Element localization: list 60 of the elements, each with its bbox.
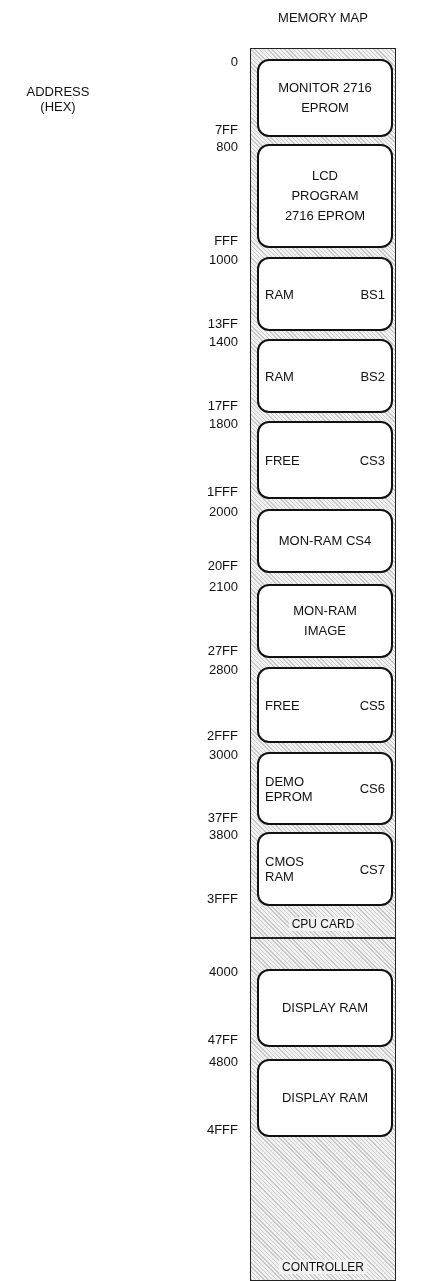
- block-label: LCD PROGRAM 2716 EPROM: [283, 167, 367, 225]
- start-address: 3800: [208, 827, 238, 842]
- memory-section: [250, 938, 396, 1281]
- chip-select-label: BS1: [360, 286, 385, 302]
- memory-block: [257, 509, 393, 573]
- memory-block: [257, 339, 393, 413]
- start-address: 2100: [208, 579, 238, 594]
- end-address: 47FF: [206, 1032, 238, 1047]
- memory-block: [257, 752, 393, 825]
- chip-select-label: CS6: [359, 781, 385, 796]
- block-label: DISPLAY RAM: [281, 999, 369, 1017]
- memory-block: [257, 421, 393, 499]
- section-label: CPU CARD: [288, 917, 358, 931]
- chip-select-label: CS3: [359, 452, 385, 468]
- memory-block: [257, 144, 393, 248]
- section-label: CONTROLLER: [279, 1260, 367, 1274]
- end-address: 37FF: [206, 810, 238, 825]
- end-address: 27FF: [206, 643, 238, 658]
- block-label: MONITOR 2716 EPROM: [277, 79, 373, 117]
- memory-block: [257, 832, 393, 906]
- diagram-title: MEMORY MAP: [277, 10, 369, 25]
- chip-select-label: BS2: [360, 368, 385, 384]
- start-address: 1400: [208, 334, 238, 349]
- memory-block: [257, 584, 393, 658]
- end-address: 7FF: [213, 122, 238, 137]
- start-address: 0: [229, 54, 238, 69]
- block-label: MON-RAM CS4: [278, 532, 372, 550]
- memory-block: [257, 257, 393, 331]
- block-label: RAM: [265, 286, 294, 302]
- block-label: CMOS RAM: [265, 854, 305, 884]
- start-address: 2000: [208, 504, 238, 519]
- end-address: 2FFF: [205, 728, 238, 743]
- end-address: 1FFF: [205, 484, 238, 499]
- end-address: 20FF: [206, 558, 238, 573]
- axis-caption: ADDRESS (HEX): [25, 84, 91, 114]
- start-address: 1000: [208, 252, 238, 267]
- memory-block: [257, 59, 393, 137]
- start-address: 1800: [208, 416, 238, 431]
- end-address: FFF: [213, 233, 238, 248]
- block-label: FREE: [265, 697, 300, 713]
- chip-select-label: CS5: [359, 697, 385, 713]
- start-address: 2800: [208, 662, 238, 677]
- end-address: 17FF: [206, 398, 238, 413]
- end-address: 3FFF: [205, 891, 238, 906]
- block-label: DEMO EPROM: [265, 773, 314, 804]
- block-label: MON-RAM IMAGE: [292, 602, 358, 640]
- start-address: 3000: [208, 747, 238, 762]
- memory-block: [257, 969, 393, 1047]
- start-address: 800: [215, 139, 238, 154]
- memory-block: [257, 1059, 393, 1137]
- block-label: DISPLAY RAM: [281, 1089, 369, 1107]
- block-label: RAM: [265, 368, 294, 384]
- chip-select-label: CS7: [359, 861, 385, 877]
- end-address: 4FFF: [205, 1122, 238, 1137]
- start-address: 4000: [208, 964, 238, 979]
- memory-section: [250, 48, 396, 938]
- block-label: FREE: [265, 452, 300, 468]
- end-address: 13FF: [206, 316, 238, 331]
- start-address: 4800: [208, 1054, 238, 1069]
- memory-block: [257, 667, 393, 743]
